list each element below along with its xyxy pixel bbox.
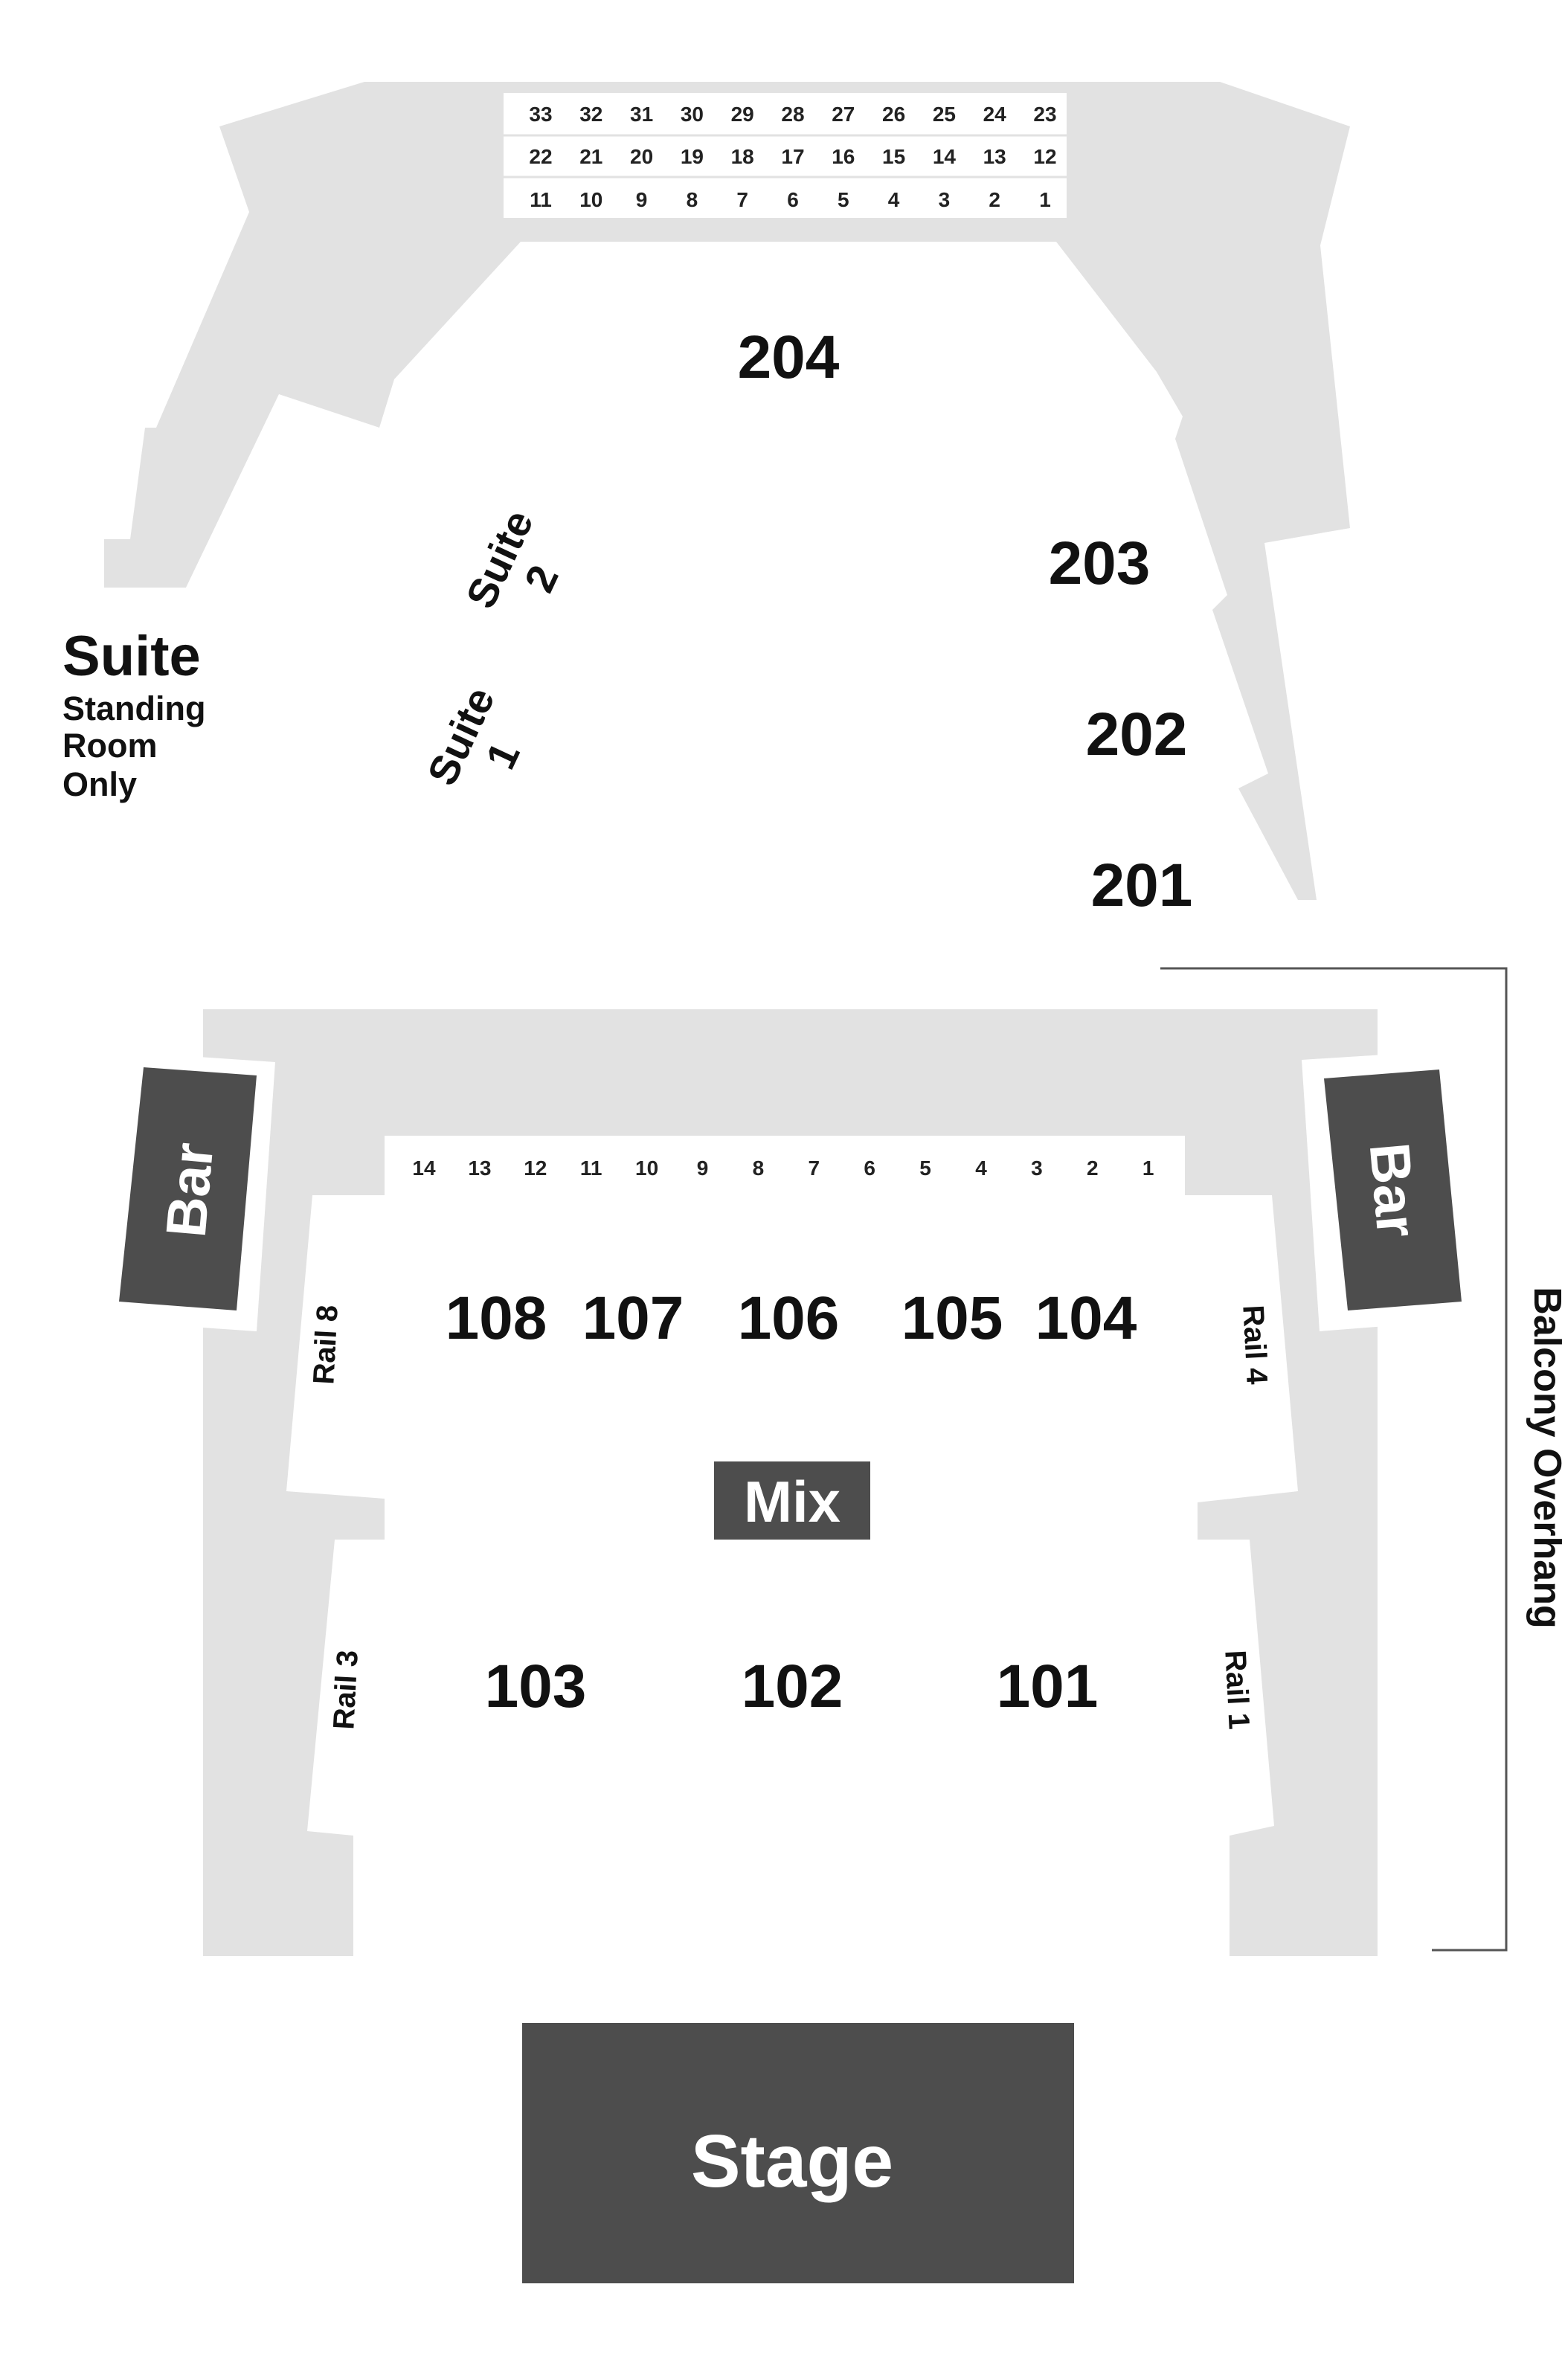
box-seat-31[interactable]: 31 [630, 103, 653, 126]
rail-8[interactable]: Rail 8 [307, 1305, 344, 1386]
box-seat-2[interactable]: 2 [989, 188, 1000, 211]
box-seat-9[interactable]: 9 [697, 1157, 709, 1180]
svg-text:1: 1 [477, 735, 529, 776]
box-seat-3[interactable]: 3 [1031, 1157, 1043, 1180]
box-seat-13[interactable]: 13 [468, 1157, 491, 1180]
stage: Stage [522, 2023, 1074, 2283]
overhang-bracket [1160, 967, 1508, 1952]
svg-text:Bar: Bar [1357, 1140, 1429, 1240]
rail-4[interactable]: Rail 4 [1236, 1305, 1273, 1386]
section-203[interactable]: 203 [1049, 530, 1151, 597]
svg-text:2: 2 [515, 558, 568, 599]
section-202[interactable]: 202 [1086, 701, 1188, 768]
box-seat-7[interactable]: 7 [809, 1157, 820, 1180]
section-104[interactable]: 104 [1035, 1284, 1137, 1352]
section-103[interactable]: 103 [485, 1653, 587, 1720]
box-seat-7[interactable]: 7 [736, 188, 748, 211]
box-seat-10[interactable]: 10 [635, 1157, 658, 1180]
section-201[interactable]: 201 [1091, 852, 1193, 919]
balcony-overhang-label: Balcony Overhang [1526, 1287, 1562, 1628]
box-seat-15[interactable]: 15 [882, 145, 905, 168]
floor-box-seats-panel [385, 1136, 1185, 1195]
floor-level: 14 13 12 11 10 9 8 7 6 5 4 3 2 1 Bar Bar Rail 8 Rail … [115, 1009, 1462, 1956]
box-seat-5[interactable]: 5 [838, 188, 849, 211]
box-seat-2[interactable]: 2 [1087, 1157, 1099, 1180]
box-seat-20[interactable]: 20 [630, 145, 653, 168]
box-seat-1[interactable]: 1 [1142, 1157, 1154, 1180]
section-106[interactable]: 106 [738, 1284, 840, 1352]
box-seat-12[interactable]: 12 [524, 1157, 547, 1180]
svg-text:Room: Room [62, 727, 158, 765]
box-seat-1[interactable]: 1 [1039, 188, 1051, 211]
box-seat-16[interactable]: 16 [832, 145, 855, 168]
box-seats-panel [504, 93, 1067, 218]
box-seat-13[interactable]: 13 [983, 145, 1006, 168]
section-108[interactable]: 108 [446, 1284, 547, 1352]
box-seat-18[interactable]: 18 [731, 145, 754, 168]
box-seat-25[interactable]: 25 [933, 103, 956, 126]
svg-text:Stage: Stage [691, 2120, 893, 2203]
box-seat-22[interactable]: 22 [529, 145, 552, 168]
box-seat-5[interactable]: 5 [919, 1157, 931, 1180]
box-seat-4[interactable]: 4 [888, 188, 900, 211]
box-seat-17[interactable]: 17 [781, 145, 804, 168]
box-seat-32[interactable]: 32 [579, 103, 602, 126]
box-seat-14[interactable]: 14 [412, 1157, 436, 1180]
box-seat-10[interactable]: 10 [579, 188, 602, 211]
box-seat-4[interactable]: 4 [975, 1157, 987, 1180]
box-seat-27[interactable]: 27 [832, 103, 855, 126]
section-204[interactable]: 204 [738, 324, 840, 391]
svg-text:Suite: Suite [418, 680, 504, 792]
box-seat-8[interactable]: 8 [687, 188, 698, 211]
mix-position: Mix [714, 1461, 870, 1540]
box-seat-26[interactable]: 26 [882, 103, 905, 126]
box-seat-28[interactable]: 28 [781, 103, 804, 126]
rail-3[interactable]: Rail 3 [327, 1650, 364, 1731]
box-seat-24[interactable]: 24 [983, 103, 1007, 126]
svg-text:Standing: Standing [62, 689, 205, 727]
balcony-overhang: Balcony Overhang [1160, 967, 1562, 1952]
section-101[interactable]: 101 [997, 1653, 1099, 1720]
box-seat-14[interactable]: 14 [933, 145, 957, 168]
box-seat-21[interactable]: 21 [579, 145, 602, 168]
box-seat-6[interactable]: 6 [787, 188, 799, 211]
box-seat-23[interactable]: 23 [1033, 103, 1056, 126]
box-seat-8[interactable]: 8 [753, 1157, 765, 1180]
box-seat-11[interactable]: 11 [530, 188, 552, 211]
bar-left[interactable]: Bar [119, 1067, 257, 1310]
suite-1[interactable]: Suite 1 [418, 680, 545, 811]
box-seat-12[interactable]: 12 [1033, 145, 1056, 168]
floor-area [203, 1009, 1378, 1956]
section-102[interactable]: 102 [742, 1653, 843, 1720]
box-seat-3[interactable]: 3 [939, 188, 951, 211]
svg-text:Bar: Bar [155, 1140, 226, 1240]
suite-2[interactable]: Suite 2 [457, 503, 584, 634]
box-seat-9[interactable]: 9 [636, 188, 648, 211]
box-seat-11[interactable]: 11 [580, 1157, 602, 1180]
box-seat-29[interactable]: 29 [731, 103, 754, 126]
section-107[interactable]: 107 [582, 1284, 684, 1352]
box-seat-33[interactable]: 33 [529, 103, 552, 126]
box-seat-19[interactable]: 19 [681, 145, 704, 168]
floor-box-seats: 14 13 12 11 10 9 8 7 6 5 4 3 2 1 [412, 1157, 1154, 1180]
rail-1[interactable]: Rail 1 [1218, 1650, 1256, 1731]
suite-standing-room-only[interactable]: Suite Standing Room Only [62, 625, 205, 803]
svg-text:Suite: Suite [62, 625, 201, 688]
box-seat-30[interactable]: 30 [681, 103, 704, 126]
svg-text:Mix: Mix [744, 1469, 841, 1534]
svg-text:Suite: Suite [457, 503, 542, 615]
svg-text:Only: Only [62, 765, 137, 803]
balcony-area [104, 82, 1350, 900]
box-seat-6[interactable]: 6 [864, 1157, 875, 1180]
bar-right[interactable]: Bar [1324, 1070, 1462, 1310]
section-105[interactable]: 105 [901, 1284, 1003, 1352]
